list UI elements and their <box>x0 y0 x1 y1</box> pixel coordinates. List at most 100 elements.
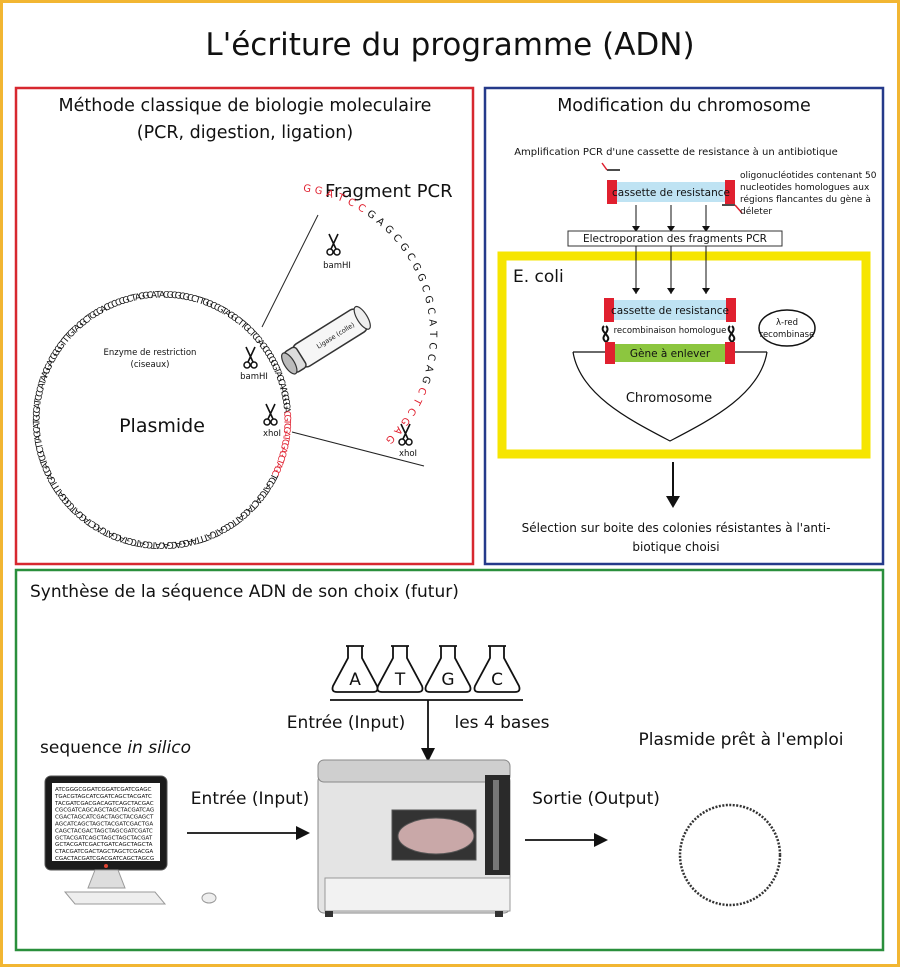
base-label: A <box>349 670 361 690</box>
plasmid-base: T <box>193 533 203 545</box>
plasmid-base: A <box>39 373 51 383</box>
plasmid-base: T <box>60 334 72 346</box>
enzyme-sublabel: (ciseaux) <box>131 360 170 370</box>
plasmid-base: C <box>146 539 153 550</box>
plasmid-base: G <box>278 390 289 399</box>
screen-sequence-text: ATCGGGCGGATCGGATCGATCGAGCTGACGTAGCATCGAT… <box>54 787 154 862</box>
chromosome-frame <box>483 86 885 566</box>
fragment-base: T <box>335 192 347 205</box>
dna-synthesizer <box>317 759 511 917</box>
plasmid-base: C <box>110 299 120 311</box>
plasmid-base: C <box>263 351 275 362</box>
plasmid-base: T <box>51 481 63 492</box>
plasmid-base: C <box>257 488 269 499</box>
bases-label: les 4 bases <box>454 713 549 733</box>
screen-line: AGCATCAGCTAGCTACGATCGACTGA <box>55 822 153 828</box>
plasmid-base: C <box>279 438 290 446</box>
plasmid-base: G <box>228 312 239 324</box>
plasmid-base: G <box>200 297 210 309</box>
enzyme-xhoi-label-plasmid: xhoI <box>263 429 281 439</box>
plasmid-sequence-ring: ACGCGCGCCTTGGCCGTAGGCTTGCTCGAGCCCGGGTAGC… <box>32 290 291 549</box>
fragment-base: G <box>313 185 323 197</box>
plasmid-base: G <box>95 306 106 318</box>
plasmid-base: A <box>94 522 105 534</box>
amplification-label: Amplification PCR d'une cassette de resi… <box>514 146 838 158</box>
plasmid-base: G <box>53 344 65 355</box>
plasmid-base: C <box>190 294 199 305</box>
plasmid-base: G <box>281 426 292 434</box>
plasmid-base: T <box>234 317 246 329</box>
right-arrow-icon <box>594 833 608 847</box>
ligase-tube-icon: Ligase (colle) <box>281 305 371 375</box>
plasmid-base: C <box>33 427 43 434</box>
plasmid-base: A <box>40 460 52 470</box>
plasmid-base: A <box>174 538 182 549</box>
oligo-note-line-2: nucleotides homologues aux <box>740 183 870 193</box>
plasmid-base: A <box>151 291 159 301</box>
fragment-base: G <box>382 223 395 236</box>
fragment-base: A <box>422 364 434 373</box>
plasmid-base: G <box>142 538 150 549</box>
plasmid-base: A <box>99 304 110 316</box>
plasmid-base: C <box>99 524 109 536</box>
plasmid-base: G <box>269 362 281 373</box>
oligo-note-line-3: régions flancantes du gène à <box>740 194 871 205</box>
plasmid-base: C <box>281 411 291 418</box>
fragment-base: A <box>374 216 386 229</box>
plasmid-base: T <box>246 328 258 340</box>
plasmid-base: C <box>186 293 194 304</box>
base-flasks: A T G C <box>331 645 521 693</box>
down-arrow-icon <box>421 748 435 762</box>
input-left-label: Entrée (Input) <box>191 789 309 809</box>
plasmid-base: G <box>43 362 55 373</box>
plasmid-base: G <box>166 539 174 549</box>
fragment-base: C <box>346 197 357 210</box>
plasmid-base: G <box>55 341 67 353</box>
flask-icon: C <box>473 645 521 693</box>
plasmid-base: T <box>150 539 158 549</box>
recombination-label: recombinaison homologue <box>614 326 727 336</box>
plasmid-base: C <box>35 390 46 398</box>
cassette-label-inside: cassette de resistance <box>611 305 729 317</box>
flank-right <box>725 342 735 364</box>
plasmid-base: A <box>40 369 52 379</box>
plasmid-base: C <box>92 308 103 320</box>
plasmid-base: C <box>130 536 138 547</box>
plasmid-base: G <box>110 529 120 541</box>
screen-line: CTACGATCGACTAGCTAGCTCGACGA <box>55 849 153 855</box>
enzyme-label: Enzyme de restriction <box>104 348 197 358</box>
base-label: G <box>441 670 454 690</box>
plasmid-base: T <box>281 418 291 425</box>
plasmid-base: T <box>33 398 44 406</box>
plasmid-base: C <box>146 291 153 302</box>
lambda-red-ellipse <box>758 309 816 347</box>
plasmid-base: G <box>279 394 290 403</box>
plasmid-base: A <box>189 535 198 546</box>
plasmid-base: A <box>261 482 273 493</box>
flask-icon: T <box>376 645 424 693</box>
plasmid-base: T <box>211 526 222 538</box>
plasmid-base: T <box>196 296 206 308</box>
plasmid-base: T <box>102 526 113 538</box>
plasmid-base: A <box>277 386 288 395</box>
plasmid-base: G <box>49 351 61 362</box>
plasmid-base: T <box>246 500 258 512</box>
plasmid-base: T <box>85 516 96 528</box>
cassette-top: cassette de resistance <box>601 162 743 214</box>
plasmid-base: T <box>35 442 46 451</box>
flank-left <box>604 298 614 322</box>
flank-right <box>726 298 736 322</box>
plasmid-base: T <box>53 485 65 496</box>
plasmid-base: A <box>71 505 83 517</box>
plasmid-base: A <box>33 402 44 410</box>
plasmid-base: A <box>254 338 266 350</box>
plasmid-base: T <box>270 366 282 376</box>
plasmid-base: T <box>154 290 161 300</box>
plasmid-base: A <box>280 430 291 438</box>
base-label: C <box>491 670 503 690</box>
screen-line: TACGATCGACGACAGTCAGCTACGAC <box>54 801 154 807</box>
plasmid-base: A <box>134 292 143 303</box>
plasmid-base: C <box>47 355 59 365</box>
plasmid-base: G <box>178 537 187 548</box>
